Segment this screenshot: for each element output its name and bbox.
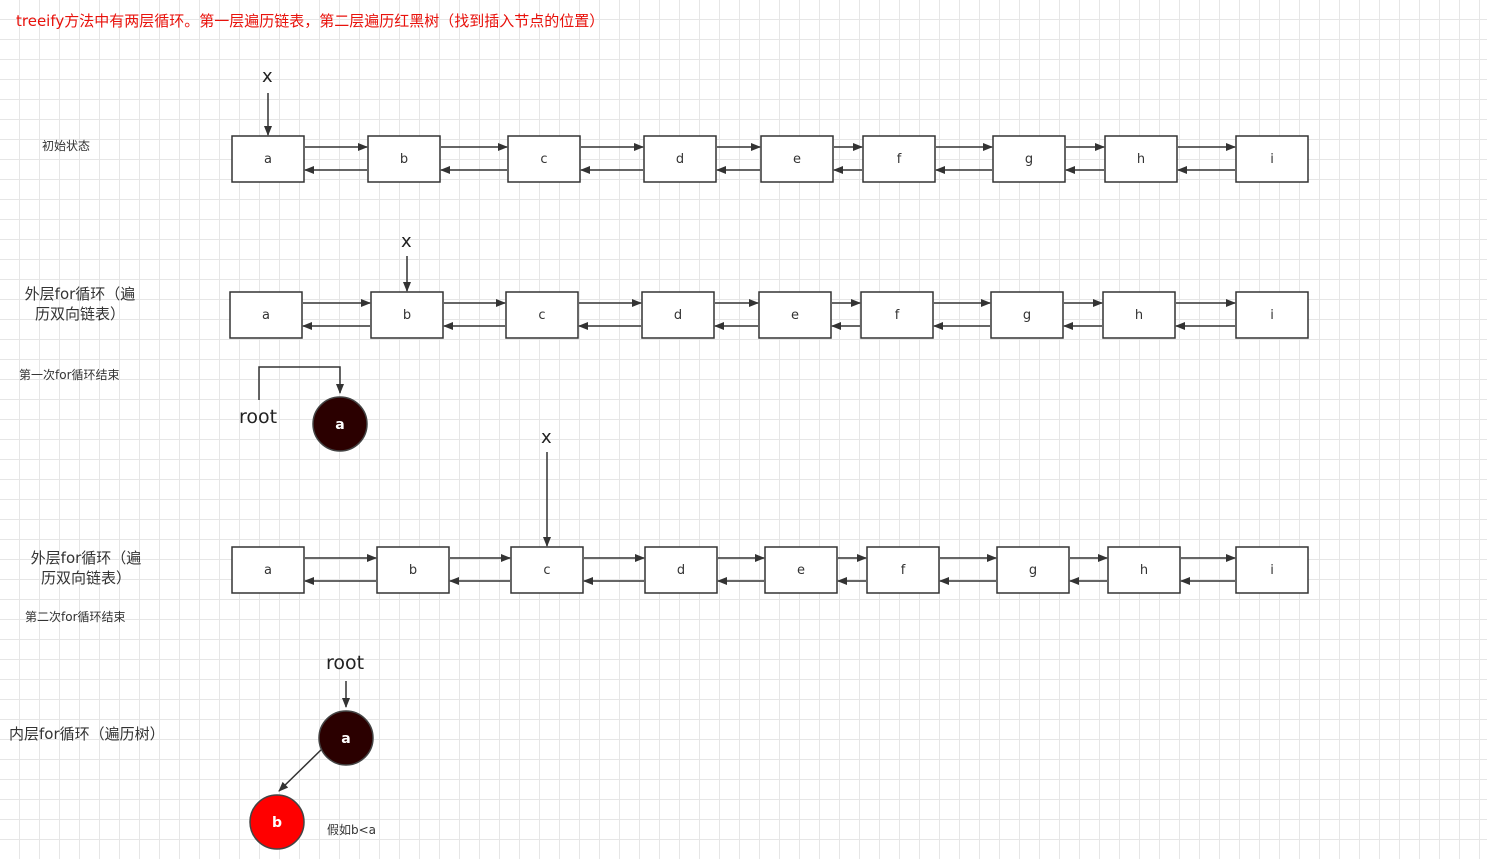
- list-node-2-b: [370, 291, 444, 339]
- tree2-root-label: a: [341, 731, 350, 747]
- list-node-label: f: [897, 152, 902, 167]
- root-pointer-1: [258, 366, 344, 400]
- list-node-1-f: [862, 135, 936, 183]
- list-node-3-i: [1235, 546, 1309, 594]
- list-node-label: d: [677, 563, 685, 578]
- list-node-2-g: [990, 291, 1064, 339]
- list-node-label: a: [264, 563, 272, 578]
- list-node-label: c: [540, 152, 547, 167]
- pointer-x-row2: x: [401, 231, 412, 252]
- list-node-2-i: [1235, 291, 1309, 339]
- list-node-label: f: [895, 308, 900, 323]
- row3-label-line1: 外层for循环（遍: [30, 549, 142, 567]
- linked-list-row-3: a b c d e f g h i: [231, 452, 1309, 594]
- list-node-label: a: [264, 152, 272, 167]
- second-loop-end-label: 第二次for循环结束: [25, 610, 126, 624]
- list-node-2-d: [641, 291, 715, 339]
- list-node-label: g: [1023, 308, 1031, 323]
- list-node-label: i: [1270, 563, 1274, 578]
- list-node-label: b: [403, 308, 411, 323]
- pointer-x-row1: x: [262, 66, 273, 87]
- list-node-label: a: [262, 308, 270, 323]
- linked-list-row-1: a b c d e f g h i: [231, 93, 1309, 183]
- list-node-label: e: [793, 152, 801, 167]
- list-node-label: i: [1270, 152, 1274, 167]
- list-node-label: g: [1029, 563, 1037, 578]
- row1-label: 初始状态: [42, 139, 91, 153]
- row2-label: 外层for循环（遍 历双向链表）: [18, 284, 142, 324]
- list-node-label: e: [791, 308, 799, 323]
- list-node-label: f: [901, 563, 906, 578]
- list-node-2-h: [1102, 291, 1176, 339]
- list-node-1-i: [1235, 135, 1309, 183]
- tree2-child-label: b: [272, 815, 282, 831]
- root-label-2: root: [326, 652, 365, 674]
- list-node-3-h: [1107, 546, 1181, 594]
- list-node-3-f: [866, 546, 940, 594]
- list-node-label: h: [1137, 152, 1145, 167]
- assumption-note: 假如b<a: [327, 823, 377, 837]
- row3-label: 外层for循环（遍 历双向链表）: [24, 548, 148, 588]
- tree-edge-a-b: [278, 745, 326, 792]
- row2-label-line2: 历双向链表）: [34, 305, 125, 323]
- list-node-3-e: [764, 546, 838, 594]
- list-node-1-b: [367, 135, 441, 183]
- list-node-1-a: [231, 135, 305, 183]
- list-node-1-e: [760, 135, 834, 183]
- tree1-root-label: a: [335, 417, 344, 433]
- list-node-1-g: [992, 135, 1066, 183]
- list-node-label: h: [1140, 563, 1148, 578]
- list-node-label: d: [674, 308, 682, 323]
- pointer-x-row3: x: [541, 427, 552, 448]
- list-node-label: i: [1270, 308, 1274, 323]
- list-node-1-d: [643, 135, 717, 183]
- list-node-label: h: [1135, 308, 1143, 323]
- row3-label-line2: 历双向链表）: [40, 569, 131, 587]
- list-node-1-c: [507, 135, 581, 183]
- tree1-root-node: [312, 396, 368, 452]
- list-node-label: b: [400, 152, 408, 167]
- list-node-3-b: [376, 546, 450, 594]
- list-node-label: g: [1025, 152, 1033, 167]
- list-node-3-d: [644, 546, 718, 594]
- list-node-1-h: [1104, 135, 1178, 183]
- row2-label-line1: 外层for循环（遍: [24, 285, 136, 303]
- first-loop-end-label: 第一次for循环结束: [19, 368, 120, 382]
- list-node-label: c: [543, 563, 550, 578]
- list-node-3-a: [231, 546, 305, 594]
- list-node-2-a: [229, 291, 303, 339]
- list-node-2-c: [505, 291, 579, 339]
- list-node-2-f: [860, 291, 934, 339]
- list-node-2-e: [758, 291, 832, 339]
- tree2-child-node: [249, 794, 305, 850]
- list-node-label: b: [409, 563, 417, 578]
- list-node-label: d: [676, 152, 684, 167]
- root-label-1: root: [239, 406, 278, 428]
- inner-loop-label: 内层for循环（遍历树）: [9, 725, 165, 743]
- linked-list-row-2: a b c d e f g h i: [229, 256, 1309, 339]
- list-node-3-c: [510, 546, 584, 594]
- page-title: treeify方法中有两层循环。第一层遍历链表，第二层遍历红黑树（找到插入节点的…: [16, 12, 605, 30]
- list-node-label: c: [538, 308, 545, 323]
- list-node-3-g: [996, 546, 1070, 594]
- list-node-label: e: [797, 563, 805, 578]
- tree2-root-node: [318, 710, 374, 766]
